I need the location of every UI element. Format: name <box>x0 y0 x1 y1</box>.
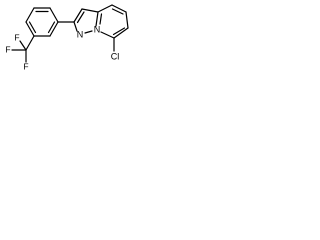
phenyl-bond-3 <box>25 7 35 23</box>
pyridine-double-c6-c7 <box>112 27 126 36</box>
pyridine-bond-c4-c5 <box>111 4 127 13</box>
fluorine-label-left: F <box>5 44 10 54</box>
pyridine-double-c3a-n <box>99 13 103 25</box>
pyridine-bond-c5-c6 <box>125 11 129 29</box>
fluorine-label-up: F <box>14 32 19 42</box>
pyridine-bond-c7-n <box>100 31 115 39</box>
phenyl-ring <box>25 7 59 37</box>
chemical-structure-diagram: F F F N N Cl <box>5 4 129 71</box>
nitrogen-label-bridge: N <box>94 24 101 34</box>
pyrazole-bond-c2-c3 <box>73 8 83 23</box>
phenyl-bond-6 <box>49 21 59 37</box>
pyridine-double-c4-c5 <box>111 8 124 15</box>
nitrogen-label-ring: N <box>77 29 84 39</box>
pyrazole-double-c2-c3 <box>76 11 85 24</box>
phenyl-double-3 <box>47 21 56 34</box>
pyridine-ring <box>97 4 129 39</box>
pyridine-bond-c3a-c4 <box>97 4 113 13</box>
phenyl-bond-4 <box>25 21 35 37</box>
pyrazole-ring: N N <box>73 8 101 39</box>
pyrazole-bond-c3-c3a <box>81 8 99 13</box>
pyrazole-bond-n7a-n1 <box>84 30 93 34</box>
bond-ring-cf3 <box>25 35 35 51</box>
phenyl-bond-1 <box>49 7 59 23</box>
trifluoromethyl-group: F F F <box>5 32 35 71</box>
pyridine-bond-c6-c7 <box>113 27 129 39</box>
chloro-substituent: Cl <box>111 37 120 61</box>
bond-c-f-up <box>19 40 27 51</box>
phenyl-double-2 <box>28 21 37 34</box>
pyrazole-bond-n1-c2 <box>73 21 78 32</box>
pyrazole-bond-c3a-n7a <box>95 11 99 27</box>
chlorine-label: Cl <box>111 51 120 61</box>
fluorine-label-down: F <box>23 61 28 71</box>
